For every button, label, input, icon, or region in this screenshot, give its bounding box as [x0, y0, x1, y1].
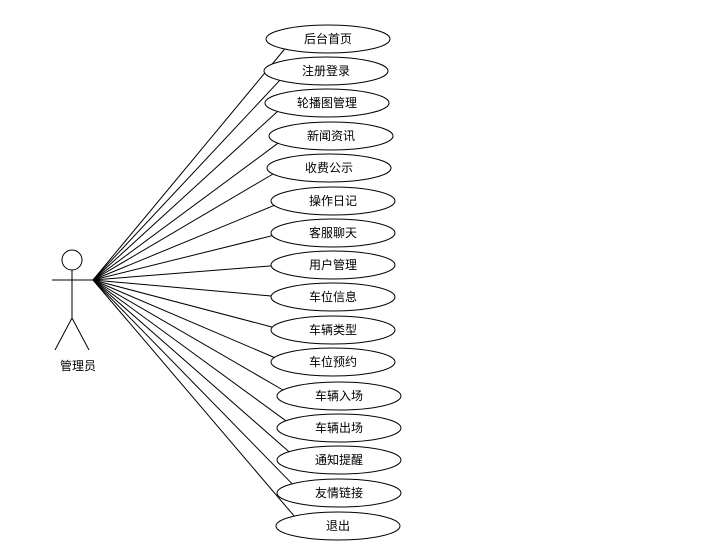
association-line [92, 111, 278, 281]
use-case: 后台首页 [265, 24, 391, 54]
use-case-ellipse [268, 121, 394, 151]
association-line [92, 279, 272, 297]
use-case: 注册登录 [263, 56, 389, 86]
use-case-label: 轮播图管理 [297, 95, 357, 110]
use-case-ellipse [266, 153, 392, 183]
use-case-ellipse [276, 478, 402, 508]
use-case-label: 友情链接 [315, 485, 363, 500]
use-case-label: 车辆入场 [315, 388, 363, 403]
use-case-list: 后台首页注册登录轮播图管理新闻资讯收费公示操作日记客服聊天用户管理车位信息车辆类… [263, 24, 402, 541]
use-case-ellipse [276, 413, 402, 443]
use-case: 用户管理 [270, 250, 396, 280]
use-case-ellipse [276, 381, 402, 411]
use-case: 客服聊天 [270, 218, 396, 248]
use-case: 车辆出场 [276, 413, 402, 443]
association-lines [92, 48, 295, 517]
use-case: 车辆类型 [270, 315, 396, 345]
use-case-ellipse [270, 250, 396, 280]
association-line [92, 279, 287, 422]
use-case: 车辆入场 [276, 381, 402, 411]
actor-left-leg [54, 317, 73, 351]
association-line [92, 279, 293, 485]
use-case: 车位信息 [270, 282, 396, 312]
use-case-ellipse [270, 347, 396, 377]
use-case-label: 车位信息 [309, 289, 357, 304]
use-case: 轮播图管理 [264, 88, 390, 118]
use-case-label: 车辆出场 [315, 420, 363, 435]
actor-right-leg [71, 317, 90, 351]
use-case: 通知提醒 [276, 445, 402, 475]
use-case-label: 注册登录 [302, 63, 350, 78]
association-line [92, 279, 295, 517]
use-case-label: 收费公示 [305, 161, 353, 175]
use-case: 友情链接 [276, 478, 402, 508]
actor-label: 管理员 [60, 358, 96, 373]
actor-admin: 管理员 [52, 249, 96, 373]
use-case: 车位预约 [270, 347, 396, 377]
association-line [92, 48, 286, 281]
association-line [92, 235, 273, 281]
association-line [92, 204, 275, 281]
association-line [92, 279, 273, 328]
use-case-label: 客服聊天 [309, 225, 357, 240]
use-case-label: 车位预约 [309, 354, 357, 369]
use-case-ellipse [270, 186, 396, 216]
association-line [92, 79, 281, 281]
use-case-ellipse [265, 24, 391, 54]
use-case-label: 新闻资讯 [307, 128, 355, 143]
association-line [92, 279, 290, 453]
use-case-label: 后台首页 [304, 31, 352, 46]
use-case-label: 退出 [326, 519, 350, 533]
use-case-ellipse [263, 56, 389, 86]
use-case-ellipse [276, 445, 402, 475]
use-case: 收费公示 [266, 153, 392, 183]
association-line [92, 279, 275, 358]
use-case-label: 操作日记 [309, 193, 357, 208]
use-case-label: 车辆类型 [309, 322, 357, 337]
use-case-label: 用户管理 [309, 257, 357, 272]
use-case-ellipse [270, 315, 396, 345]
use-case-ellipse [270, 282, 396, 312]
use-case-ellipse [264, 88, 390, 118]
use-case: 新闻资讯 [268, 121, 394, 151]
use-case-label: 通知提醒 [315, 452, 363, 467]
association-line [92, 265, 272, 281]
use-case: 退出 [275, 511, 401, 541]
actor-head [61, 249, 83, 271]
use-case-ellipse [275, 511, 401, 541]
association-line [92, 279, 284, 391]
association-line [92, 142, 279, 281]
use-case: 操作日记 [270, 186, 396, 216]
association-line [92, 173, 274, 281]
use-case-ellipse [270, 218, 396, 248]
